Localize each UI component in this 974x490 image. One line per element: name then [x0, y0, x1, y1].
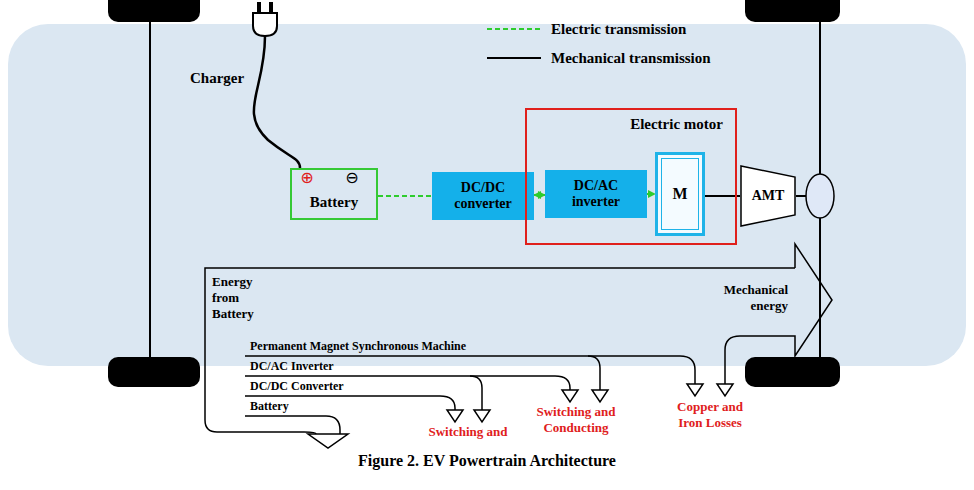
wheel — [745, 0, 840, 22]
charger-plug — [253, 2, 277, 36]
stage-label: Battery — [250, 399, 320, 414]
transmission-box: AMT — [740, 165, 796, 227]
loss-arrowhead — [592, 390, 608, 402]
legend-line — [487, 57, 541, 59]
loss-arrowhead — [447, 410, 463, 422]
electric-link — [647, 193, 655, 195]
energy-flow — [205, 244, 832, 434]
rear-axle — [819, 218, 821, 360]
stage-label: Permanent Magnet Synchronous Machine — [250, 339, 550, 354]
group-heading: Electric motor — [527, 110, 735, 133]
legend-sample — [487, 49, 543, 67]
converter-box: DC/DC converter — [432, 172, 534, 220]
legend-row: Electric transmission — [487, 20, 686, 38]
flow-outline — [205, 268, 795, 434]
flow-label: Energy from Battery — [212, 274, 276, 322]
loss-arrowhead — [474, 410, 490, 422]
plug-prong — [269, 2, 273, 13]
differential — [806, 174, 834, 218]
loss-label: Copper and Iron Losses — [664, 399, 756, 431]
flow-line — [245, 416, 340, 434]
flow-head — [725, 244, 832, 384]
node-text: DC/AC inverter — [545, 178, 647, 210]
legend-sample — [487, 20, 543, 38]
legend-text: Electric transmission — [551, 21, 686, 38]
node-text: M — [669, 185, 690, 203]
loss-arrowhead — [562, 390, 578, 402]
charger-cable — [254, 36, 300, 168]
loss-arrowhead — [687, 384, 703, 396]
flow-line — [588, 356, 600, 390]
plug-body — [253, 13, 277, 36]
stage-label: DC/AC Inverter — [250, 359, 450, 374]
flow-label: Mechanical energy — [700, 282, 788, 314]
plug-prong — [257, 2, 261, 13]
figure-caption: Figure 2. EV Powertrain Architecture — [0, 452, 974, 470]
loss-label: Switching and — [420, 424, 516, 440]
loss-arrowhead — [717, 384, 733, 396]
legend-line — [487, 28, 541, 30]
inverter-box: DC/AC inverter — [545, 170, 647, 218]
terminal-symbol: ⊕ — [297, 168, 317, 187]
terminal-symbol: ⊖ — [342, 168, 362, 187]
drive-shaft — [796, 195, 806, 197]
motor-group: Electric motorDC/AC inverter M — [525, 108, 737, 245]
loss-label: Switching and Conducting — [526, 404, 626, 436]
motor-symbol: M — [655, 152, 705, 236]
node-text: AMT — [749, 188, 788, 204]
rear-axle — [819, 20, 821, 174]
electric-link — [378, 195, 432, 197]
wheel — [108, 0, 200, 22]
wheel — [745, 357, 840, 387]
electric-link — [534, 194, 545, 196]
node-text: DC/DC converter — [432, 180, 534, 212]
wheel — [108, 357, 200, 387]
node-text: Battery — [307, 194, 361, 211]
charger-label: Charger — [190, 70, 270, 87]
front-axle — [149, 20, 151, 360]
trapezoid-shape — [741, 166, 795, 226]
legend-row: Mechanical transmission — [487, 49, 711, 67]
mechanical-link — [705, 195, 740, 197]
legend-text: Mechanical transmission — [551, 50, 711, 67]
flow-line — [470, 376, 482, 410]
loss-arrowhead — [308, 434, 348, 448]
loss-arrows — [308, 384, 733, 448]
stage-label: DC/DC Converter — [250, 379, 450, 394]
